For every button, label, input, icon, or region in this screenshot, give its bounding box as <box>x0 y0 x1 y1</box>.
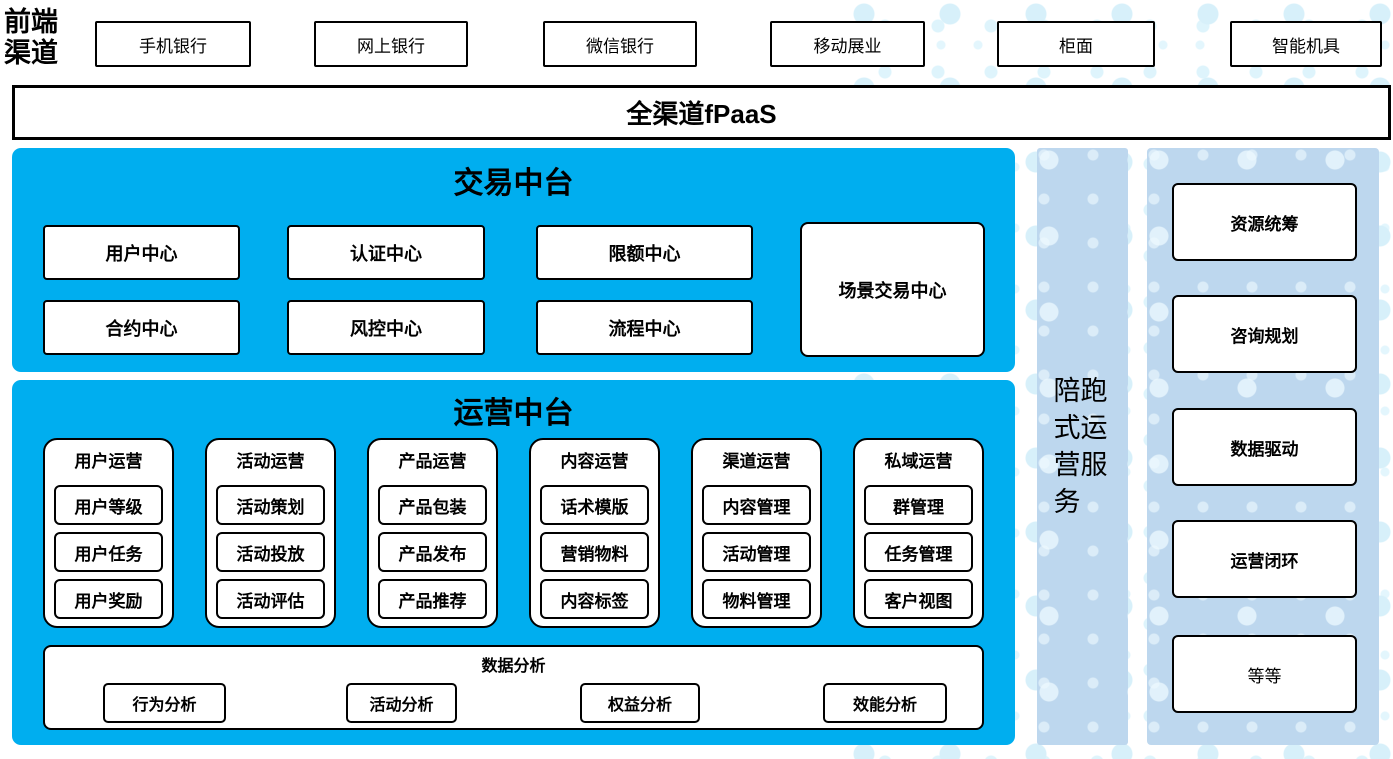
service-box-resource-coordination: 资源统筹 <box>1172 183 1357 261</box>
fpaas-bar: 全渠道fPaaS <box>12 85 1391 140</box>
group-item: 内容标签 <box>540 579 649 619</box>
group-item: 客户视图 <box>864 579 973 619</box>
operation-platform-title: 运营中台 <box>453 397 574 430</box>
data-analysis-box: 数据分析 行为分析 活动分析 权益分析 效能分析 <box>43 645 984 730</box>
transaction-platform-panel: 交易中台 用户中心 认证中心 限额中心 合约中心 风控中心 流程中心 场景交易中… <box>12 148 1015 372</box>
center-box-user: 用户中心 <box>43 225 240 280</box>
front-channels-label: 前端渠道 <box>4 7 58 68</box>
group-item: 活动投放 <box>216 532 325 572</box>
group-item: 活动评估 <box>216 579 325 619</box>
group-item: 用户等级 <box>54 485 163 525</box>
accompany-service-column: 陪跑式运营服务 <box>1037 148 1128 745</box>
channel-box-smart-machine: 智能机具 <box>1230 21 1382 67</box>
group-title: 私域运营 <box>884 452 953 471</box>
channel-box-mobile-banking: 手机银行 <box>95 21 251 67</box>
center-box-contract: 合约中心 <box>43 300 240 355</box>
service-panel: 资源统筹 咨询规划 数据驱动 运营闭环 等等 <box>1147 148 1379 745</box>
accompany-service-label: 陪跑式运营服务 <box>1053 375 1108 517</box>
channel-box-mobile-business: 移动展业 <box>770 21 925 67</box>
group-product-operation: 产品运营 产品包装 产品发布 产品推荐 <box>367 438 498 628</box>
center-box-process: 流程中心 <box>536 300 753 355</box>
center-box-scenario-trade: 场景交易中心 <box>800 222 985 357</box>
group-item: 营销物料 <box>540 532 649 572</box>
group-item: 话术模版 <box>540 485 649 525</box>
channel-box-counter: 柜面 <box>997 21 1155 67</box>
center-box-auth: 认证中心 <box>287 225 485 280</box>
group-item: 用户奖励 <box>54 579 163 619</box>
group-title: 用户运营 <box>74 452 143 471</box>
group-item: 活动策划 <box>216 485 325 525</box>
group-user-operation: 用户运营 用户等级 用户任务 用户奖励 <box>43 438 174 628</box>
analysis-item-activity: 活动分析 <box>346 683 457 723</box>
group-item: 群管理 <box>864 485 973 525</box>
transaction-platform-title: 交易中台 <box>453 167 574 200</box>
group-item: 用户任务 <box>54 532 163 572</box>
analysis-item-rights: 权益分析 <box>580 683 700 723</box>
group-item: 产品发布 <box>378 532 487 572</box>
group-item: 活动管理 <box>702 532 811 572</box>
group-item: 产品推荐 <box>378 579 487 619</box>
service-box-etc: 等等 <box>1172 635 1357 713</box>
group-item: 任务管理 <box>864 532 973 572</box>
channel-box-wechat-banking: 微信银行 <box>543 21 697 67</box>
group-item: 内容管理 <box>702 485 811 525</box>
operation-platform-panel: 运营中台 用户运营 用户等级 用户任务 用户奖励 活动运营 活动策划 活动投放 … <box>12 380 1015 745</box>
group-title: 渠道运营 <box>722 452 791 471</box>
analysis-item-behavior: 行为分析 <box>103 683 226 723</box>
center-box-limit: 限额中心 <box>536 225 753 280</box>
group-content-operation: 内容运营 话术模版 营销物料 内容标签 <box>529 438 660 628</box>
group-title: 内容运营 <box>560 452 629 471</box>
group-item: 产品包装 <box>378 485 487 525</box>
data-analysis-title: 数据分析 <box>481 658 546 675</box>
service-box-consulting-planning: 咨询规划 <box>1172 295 1357 373</box>
service-box-operation-loop: 运营闭环 <box>1172 520 1357 598</box>
group-item: 物料管理 <box>702 579 811 619</box>
group-private-domain-operation: 私域运营 群管理 任务管理 客户视图 <box>853 438 984 628</box>
group-title: 活动运营 <box>236 452 305 471</box>
group-channel-operation: 渠道运营 内容管理 活动管理 物料管理 <box>691 438 822 628</box>
service-box-data-driven: 数据驱动 <box>1172 408 1357 486</box>
channel-box-online-banking: 网上银行 <box>314 21 468 67</box>
group-activity-operation: 活动运营 活动策划 活动投放 活动评估 <box>205 438 336 628</box>
analysis-item-efficiency: 效能分析 <box>823 683 947 723</box>
center-box-risk: 风控中心 <box>287 300 485 355</box>
group-title: 产品运营 <box>398 452 467 471</box>
